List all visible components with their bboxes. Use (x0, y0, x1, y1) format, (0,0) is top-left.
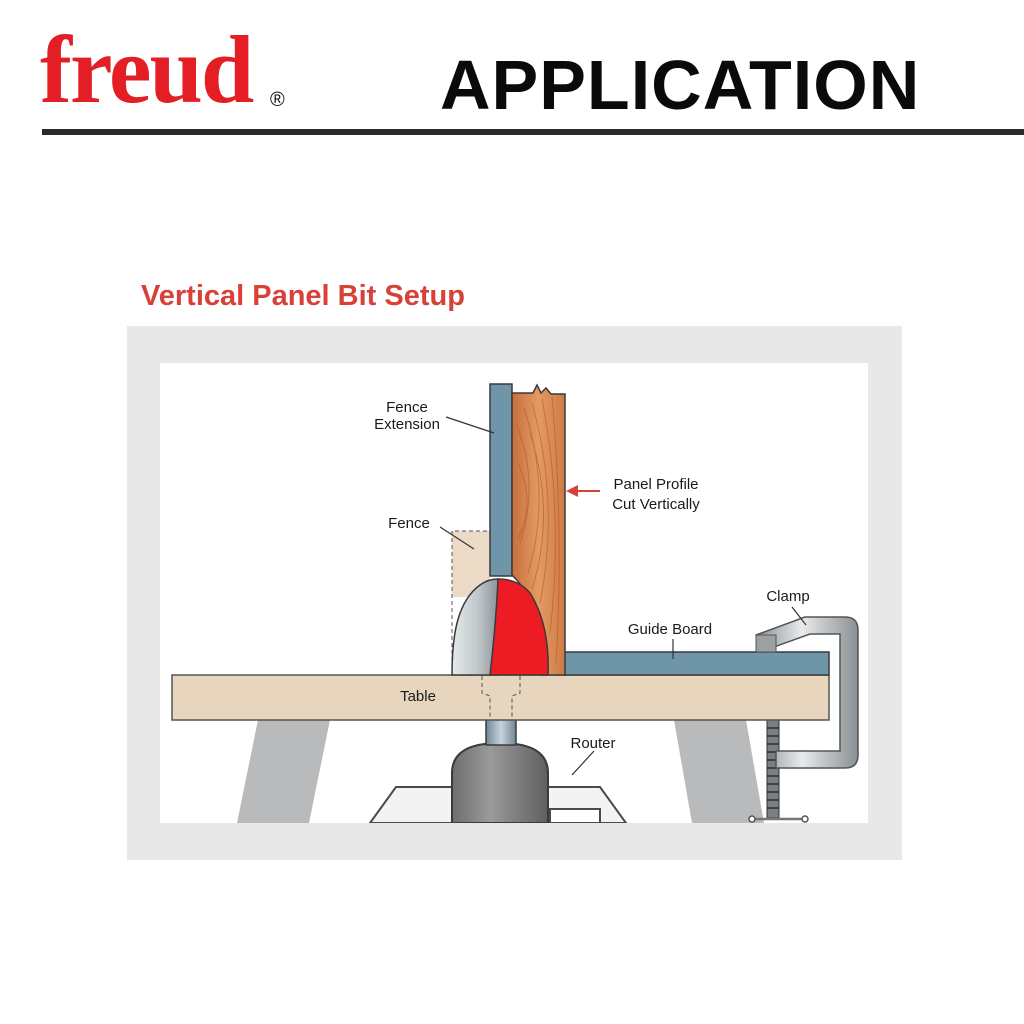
freud-logo: freud ® (40, 20, 310, 120)
router-base-slot (549, 808, 601, 823)
header-divider (42, 129, 1024, 135)
clamp-frame (755, 616, 859, 769)
label-fence-extension-2: Extension (374, 416, 440, 433)
clamp-handle-end-left (748, 815, 756, 823)
fence (452, 531, 490, 597)
leader-clamp (791, 606, 807, 626)
page-title: APPLICATION (440, 46, 921, 124)
bit-opening (481, 676, 521, 720)
router-collet (485, 718, 517, 746)
label-panel-profile-2: Cut Vertically (612, 496, 700, 513)
table-leg-left (237, 720, 330, 823)
clamp-screw-thread (767, 727, 779, 809)
leader-router (571, 750, 595, 776)
wood-grain (515, 396, 560, 664)
router-table (171, 674, 830, 721)
clamp-pad (755, 634, 777, 653)
fence-outline (451, 530, 490, 675)
table-leg-right (674, 720, 764, 823)
label-fence: Fence (388, 515, 430, 532)
label-fence-extension-1: Fence (386, 399, 428, 416)
fence-extension (489, 383, 513, 577)
panel-profile-arrowhead (566, 485, 578, 497)
leader-fence (439, 526, 475, 550)
section-title: Vertical Panel Bit Setup (141, 280, 465, 312)
setup-diagram: Fence Extension Panel Profile Cut Vertic… (160, 363, 868, 823)
router-body (451, 741, 549, 823)
bit-cutter-red (489, 578, 549, 676)
guide-board (563, 651, 830, 676)
label-router: Router (570, 735, 615, 752)
bit-cutter-silver (451, 578, 499, 676)
registered-mark: ® (270, 89, 285, 111)
logo-text: freud (40, 16, 254, 123)
label-table: Table (400, 688, 436, 705)
label-clamp: Clamp (766, 588, 809, 605)
setup-diagram-svg: Fence Extension Panel Profile Cut Vertic… (171, 383, 859, 823)
label-guide-board: Guide Board (628, 621, 712, 638)
label-panel-profile-1: Panel Profile (613, 476, 698, 493)
clamp-handle-end-right (801, 815, 809, 823)
leader-fence-extension (445, 416, 495, 434)
